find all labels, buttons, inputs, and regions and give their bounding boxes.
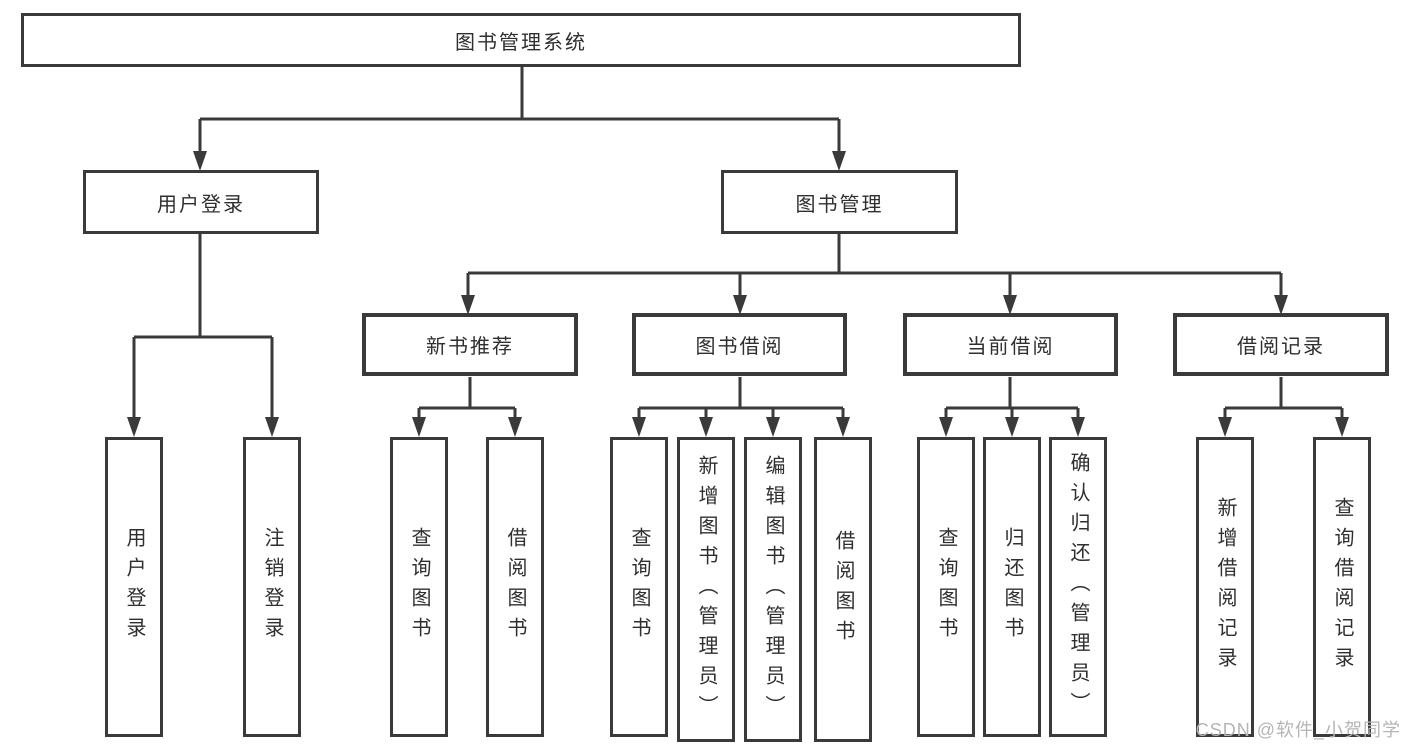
node-book-borrow: 图书借阅 [632,313,847,376]
connector-userlogin-to-leaves [132,234,274,419]
leaf-return-book: 归还图书 [983,437,1041,737]
arrow-down-icon [127,417,141,437]
node-root: 图书管理系统 [21,13,1021,67]
node-book-management-label: 图书管理 [795,193,884,216]
leaf-edit-book-admin: 编辑图书（管理员） [744,437,802,742]
leaf-add-book-admin: 新增图书（管理员） [677,437,735,742]
arrow-down-icon [1005,417,1019,437]
leaf-user-login-label: 用户登录 [123,527,145,647]
leaf-confirm-return-admin-label: 确认归还（管理员） [1067,452,1089,722]
connector-newbook-to-leaves [417,377,517,419]
node-current-borrow: 当前借阅 [903,313,1118,376]
arrow-down-icon [265,417,279,437]
leaf-user-login: 用户登录 [105,437,163,737]
arrow-down-icon [1274,295,1288,315]
arrow-down-icon [1335,417,1349,437]
arrow-down-icon [939,417,953,437]
arrow-down-icon [632,417,646,437]
leaf-add-borrow-record-label: 新增借阅记录 [1214,497,1236,677]
leaf-query-books-current-label: 查询图书 [935,527,957,647]
connector-bookmgmt-to-level2 [466,234,1283,297]
arrowheads [127,151,1349,437]
connector-bookborrow-to-leaves [637,377,845,419]
leaf-borrow-books-2: 借阅图书 [814,437,872,742]
node-book-borrow-label: 图书借阅 [695,336,784,358]
arrow-down-icon [733,295,747,315]
leaf-borrow-books-2-label: 借阅图书 [832,529,854,650]
arrow-down-icon [412,417,426,437]
connector-borrowrecord-to-leaves [1223,377,1344,419]
node-borrow-records: 借阅记录 [1173,313,1389,376]
node-user-login-label: 用户登录 [157,193,245,216]
leaf-borrow-books-recommend: 借阅图书 [486,437,544,737]
connector-root-to-level1 [198,67,841,153]
leaf-logout: 注销登录 [243,437,301,737]
arrow-down-icon [832,151,846,171]
leaf-query-books-borrow: 查询图书 [610,437,668,737]
leaf-borrow-books-recommend-label: 借阅图书 [504,527,526,647]
leaf-query-books-current: 查询图书 [917,437,975,737]
arrow-down-icon [1003,295,1017,315]
leaf-query-books-recommend-label: 查询图书 [408,527,430,647]
node-new-book-recommend-label: 新书推荐 [426,336,514,358]
arrow-down-icon [193,151,207,171]
node-book-management: 图书管理 [721,170,958,234]
arrow-down-icon [1071,417,1085,437]
node-borrow-records-label: 借阅记录 [1237,336,1325,358]
leaf-confirm-return-admin: 确认归还（管理员） [1049,437,1107,737]
node-current-borrow-label: 当前借阅 [966,336,1055,358]
leaf-edit-book-admin-label: 编辑图书（管理员） [762,454,784,725]
node-root-label: 图书管理系统 [455,31,587,54]
leaf-add-borrow-record: 新增借阅记录 [1196,437,1254,737]
arrow-down-icon [836,417,850,437]
arrow-down-icon [1218,417,1232,437]
arrow-down-icon [766,417,780,437]
leaf-query-books-borrow-label: 查询图书 [628,527,650,647]
csdn-watermark: CSDN @软件_小贺同学 [1195,720,1401,740]
arrow-down-icon [699,417,713,437]
leaf-query-books-recommend: 查询图书 [390,437,448,737]
leaf-return-book-label: 归还图书 [1001,527,1023,647]
leaf-add-book-admin-label: 新增图书（管理员） [695,454,717,725]
arrow-down-icon [461,295,475,315]
node-user-login: 用户登录 [83,170,319,234]
leaf-query-borrow-record-label: 查询借阅记录 [1331,497,1353,677]
node-new-book-recommend: 新书推荐 [362,313,578,376]
connector-segments [132,67,1344,419]
leaf-logout-label: 注销登录 [261,527,283,647]
connector-currentborrow-to-leaves [944,377,1080,419]
leaf-query-borrow-record: 查询借阅记录 [1313,437,1371,737]
arrow-down-icon [508,417,522,437]
